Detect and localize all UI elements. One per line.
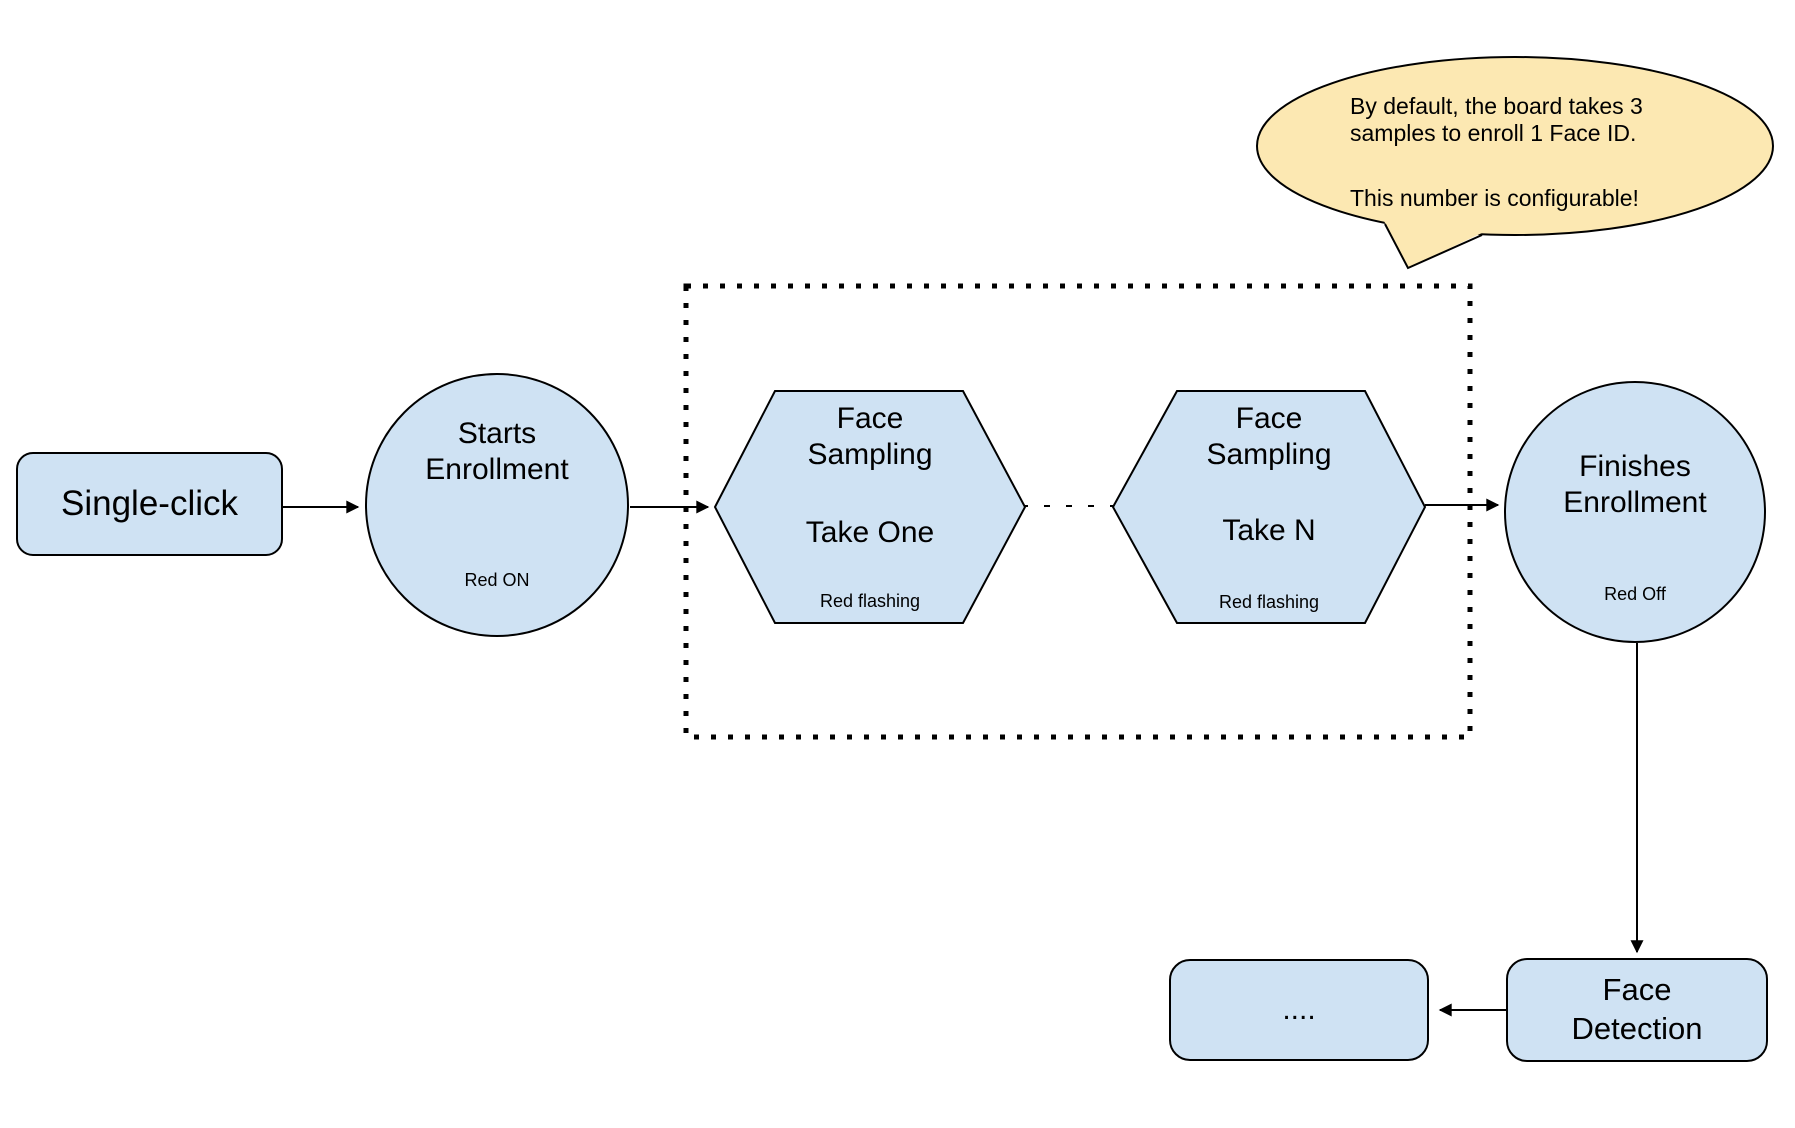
node-face-sampling-one xyxy=(713,390,1027,624)
face-sampling-n-title: Face Sampling xyxy=(1206,402,1332,471)
callout-paragraph-2: This number is configurable! xyxy=(1350,185,1639,211)
callout-paragraph-1: By default, the board takes 3 samples to… xyxy=(1350,93,1643,147)
continuation-label: .... xyxy=(1282,993,1316,1027)
finishes-enrollment-status: Red Off xyxy=(1604,584,1666,604)
node-single-click xyxy=(16,452,283,556)
callout-bubble-ellipse xyxy=(1256,56,1774,236)
face-sampling-n-subtitle: Take N xyxy=(1222,514,1316,547)
face-sampling-one-subtitle: Take One xyxy=(805,516,935,549)
node-continuation xyxy=(1169,959,1429,1061)
face-detection-label: Face Detection xyxy=(1571,972,1703,1046)
callout-bubble-tail-fill xyxy=(1383,219,1484,268)
face-sampling-one-title: Face Sampling xyxy=(807,402,933,471)
node-face-detection xyxy=(1506,958,1768,1062)
node-finishes-enrollment xyxy=(1504,381,1766,643)
face-sampling-one-status: Red flashing xyxy=(819,591,921,611)
callout-bubble xyxy=(1256,56,1774,270)
face-sampling-n-status: Red flashing xyxy=(1218,592,1320,612)
starts-enrollment-title: Starts Enrollment xyxy=(425,417,569,486)
sampling-group-dotted-border xyxy=(683,283,1473,740)
finishes-enrollment-title: Finishes Enrollment xyxy=(1563,450,1707,519)
starts-enrollment-status: Red ON xyxy=(464,570,530,590)
node-face-sampling-n xyxy=(1111,390,1427,624)
node-starts-enrollment xyxy=(365,373,629,637)
callout-bubble-tail-outline xyxy=(1384,223,1483,270)
single-click-label: Single-click xyxy=(61,484,238,524)
